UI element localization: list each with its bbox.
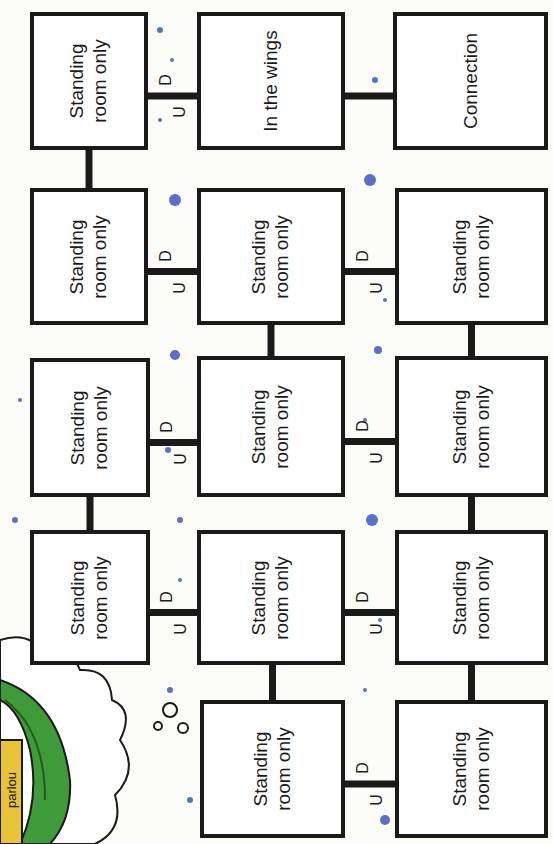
passage-line [148,93,197,100]
room-name: Standing room only [449,542,495,653]
room-name: Standing room only [449,712,495,826]
direction-mark: D [157,73,175,87]
room-box: Standing room only [30,530,150,665]
room-box: Standing room only [200,700,345,838]
direction-mark: D [354,419,372,433]
direction-mark: D [157,249,175,263]
direction-mark: D [158,590,176,604]
room-name: Standing room only [250,712,296,826]
room-box: Standing room only [395,700,548,838]
passage-line [86,150,93,188]
room-box: Standing room only [395,188,548,325]
passage-line [345,609,395,616]
direction-mark: U [368,281,386,295]
passage-line [268,325,275,356]
room-box: Standing room only [197,530,345,665]
room-name: Standing room only [449,200,495,313]
direction-mark: D [354,761,372,775]
room-name: Standing room only [449,368,495,485]
direction-mark: U [172,622,190,636]
direction-mark: U [368,451,386,465]
passage-line [150,439,197,446]
room-name: Standing room only [67,542,113,653]
room-name: Standing room only [248,368,294,485]
room-name: Standing room only [248,200,294,313]
passage-line [269,665,276,700]
passage-line [468,325,475,356]
passage-line [468,497,475,530]
direction-mark: U [368,793,386,807]
passage-line [345,268,395,275]
room-name: Standing room only [67,370,113,485]
passage-line [468,665,475,700]
passage-line [87,497,94,530]
cloud-plant [0,637,188,844]
room-box: Standing room only [395,356,548,497]
room-box: In the wings [197,12,345,150]
direction-mark: U [171,105,189,119]
direction-mark: D [354,249,372,263]
room-fragment: parlou [4,771,19,809]
room-box: Standing room only [197,356,345,497]
room-name: Connection [459,24,482,138]
room-box: Standing room only [30,188,148,325]
room-name: In the wings [260,24,283,138]
passage-line [345,93,393,100]
passage-line [148,268,197,275]
direction-mark: D [354,590,372,604]
room-name: Standing room only [248,542,294,653]
direction-mark: U [172,452,190,466]
room-name: Standing room only [66,24,112,138]
passage-line [150,609,197,616]
room-box: Standing room only [395,530,548,665]
room-box: Standing room only [197,188,345,325]
room-box: Standing room only [30,12,148,150]
direction-mark: D [158,420,176,434]
passage-line [345,781,395,788]
passage-line [345,438,395,445]
direction-mark: U [171,281,189,295]
direction-mark: U [368,622,386,636]
room-name: Standing room only [66,200,112,313]
room-box: Connection [393,12,548,150]
room-box: Standing room only [30,358,150,497]
